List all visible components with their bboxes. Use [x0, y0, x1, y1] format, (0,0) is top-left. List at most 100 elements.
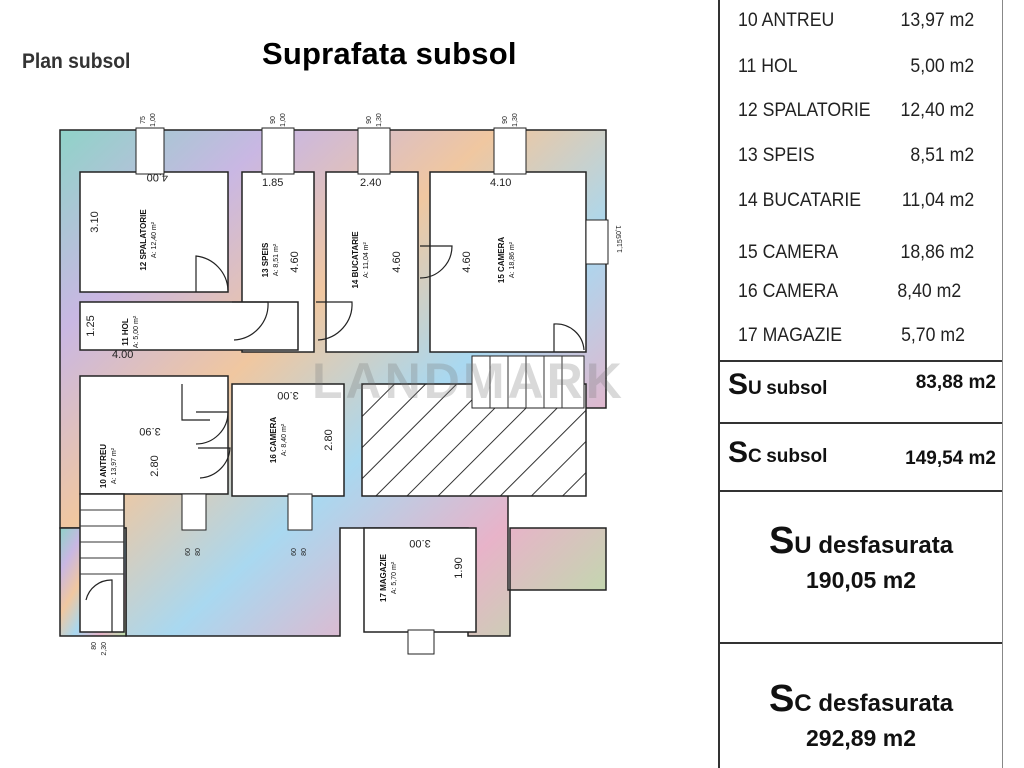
room-area: 5,70 m2 — [901, 325, 965, 346]
dim-win7-a: 60 — [291, 548, 298, 556]
dim-hol-h: 1.25 — [85, 315, 97, 336]
room-area: 8,51 m2 — [910, 145, 975, 166]
dim-win1-b: 1,00 — [150, 113, 157, 127]
area-bucatarie: A: 11,04 m² — [363, 242, 370, 278]
room-area: 12,40 m2 — [900, 100, 975, 121]
room-camera-16 — [231, 383, 345, 497]
room-camera-15 — [429, 171, 587, 353]
table-row: 15 CAMERA 18,86 m2 — [738, 236, 978, 270]
label-speis: 13 SPEIS — [261, 242, 270, 277]
page-title: Suprafata subsol — [262, 36, 517, 71]
sc-desfasurata-cell: SC desfasurata 292,89 m2 — [720, 678, 1002, 752]
room-area: 18,86 m2 — [900, 242, 975, 263]
room-antreu — [79, 375, 229, 495]
divider — [720, 642, 1002, 644]
table-row: 10 ANTREU 13,97 m2 — [738, 4, 978, 38]
floor-plan: 12 SPALATORIE A: 12,40 m² 13 SPEIS A: 8,… — [59, 113, 624, 656]
sc-subsol-cell: SC subsol 149,54 m2 — [720, 424, 1002, 488]
area-camera-15: A: 18,86 m² — [509, 241, 516, 278]
room-spalatorie — [79, 171, 229, 293]
area-speis: A: 8,51 m² — [273, 243, 280, 276]
area-hol: A: 5,00 m² — [133, 315, 140, 348]
room-name: 12 SPALATORIE — [738, 100, 871, 121]
dim-antreu-h: 2.80 — [149, 455, 161, 476]
dim-buc-w: 2.40 — [360, 177, 381, 189]
su-subsol-cell: SU subsol 83,88 m2 — [720, 362, 1002, 420]
su-subsol-label: SU subsol — [728, 368, 828, 401]
dim-win5-b: 1,15 — [617, 239, 624, 253]
dim-win2-b: 1,00 — [280, 113, 287, 127]
plan-label: Plan subsol — [22, 50, 131, 73]
table-row: 16 CAMERA 8,40 m2 — [738, 275, 978, 309]
dim-win4-a: 90 — [502, 116, 509, 124]
dim-win3-b: 1,30 — [376, 113, 383, 127]
label-camera-15: 15 CAMERA — [497, 237, 506, 283]
dim-cam15-w: 4.10 — [490, 177, 511, 189]
dim-cam16-w: 3.00 — [277, 389, 298, 401]
dim-spal-h: 3.10 — [89, 211, 101, 232]
dim-mag-h: 1.90 — [453, 557, 465, 578]
table-row: 17 MAGAZIE 5,70 m2 — [738, 319, 978, 353]
room-name: 16 CAMERA — [738, 281, 839, 302]
divider — [720, 422, 1002, 424]
watermark: LANDMARK — [312, 353, 625, 409]
su-desfasurata-label: SU desfasurata — [768, 520, 954, 562]
room-area: 11,04 m2 — [901, 190, 975, 211]
sc-subsol-value: 149,54 m2 — [905, 448, 996, 469]
dim-speis-w: 1.85 — [262, 177, 283, 189]
dim-win1-a: 75 — [140, 116, 147, 124]
dim-hol-w: 4.00 — [112, 349, 133, 361]
room-interiors — [79, 171, 587, 633]
door-swings — [85, 245, 585, 632]
stair-steps — [80, 356, 563, 575]
divider — [720, 360, 1002, 362]
sc-subsol-label: SC subsol — [728, 436, 828, 469]
label-bucatarie: 14 BUCATARIE — [351, 231, 360, 289]
room-name: 17 MAGAZIE — [738, 325, 843, 346]
sc-desfasurata-label: SC desfasurata — [768, 678, 954, 720]
dim-win7-b: 80 — [301, 548, 308, 556]
room-area: 8,40 m2 — [897, 281, 962, 302]
dim-win5-a: 1,05 — [614, 225, 621, 239]
dim-speis-h: 4.60 — [289, 251, 301, 272]
area-spalatorie: A: 12,40 m² — [151, 221, 158, 258]
stair-left — [79, 493, 125, 633]
table-row: 11 HOL 5,00 m2 — [738, 50, 978, 84]
dim-cam15-h: 4.60 — [461, 251, 473, 272]
dim-win6-a: 60 — [185, 548, 192, 556]
label-magazie: 17 MAGAZIE — [379, 553, 388, 602]
room-area: 13,97 m2 — [900, 10, 975, 31]
dim-mag-w: 3.00 — [409, 537, 430, 549]
sc-desfasurata-value: 292,89 m2 — [806, 725, 916, 751]
area-antreu: A: 13,97 m² — [111, 447, 118, 484]
room-name: 10 ANTREU — [738, 10, 835, 31]
room-hol — [79, 301, 299, 351]
area-magazie: A: 5,70 m² — [391, 561, 398, 594]
label-spalatorie: 12 SPALATORIE — [139, 209, 148, 271]
room-area: 5,00 m2 — [910, 56, 975, 77]
dim-door-b: 2,30 — [101, 642, 108, 656]
su-subsol-value: 83,88 m2 — [915, 372, 996, 393]
room-name: 13 SPEIS — [738, 145, 815, 166]
dim-cam16-h: 2.80 — [323, 429, 335, 450]
stair-right — [471, 355, 585, 409]
dim-antreu-w: 3.90 — [139, 425, 160, 437]
divider — [720, 490, 1002, 492]
su-desfasurata-value: 190,05 m2 — [806, 567, 916, 593]
label-antreu: 10 ANTREU — [99, 444, 108, 488]
room-name: 11 HOL — [738, 56, 798, 77]
table-row: 12 SPALATORIE 12,40 m2 — [738, 94, 978, 128]
dim-win4-b: 1,30 — [512, 113, 519, 127]
label-hol: 11 HOL — [121, 318, 130, 346]
su-desfasurata-cell: SU desfasurata 190,05 m2 — [720, 520, 1002, 594]
label-camera-16: 16 CAMERA — [269, 417, 278, 463]
dim-door-a: 80 — [91, 642, 98, 650]
table-row: 13 SPEIS 8,51 m2 — [738, 139, 978, 173]
area-table: 10 ANTREU 13,97 m2 11 HOL 5,00 m2 12 SPA… — [718, 0, 1003, 768]
dim-win2-a: 90 — [270, 116, 277, 124]
dim-buc-h: 4.60 — [391, 251, 403, 272]
dim-spal-w: 4.00 — [147, 171, 168, 183]
windows — [135, 127, 609, 655]
dim-win6-b: 80 — [195, 548, 202, 556]
room-name: 14 BUCATARIE — [738, 190, 862, 211]
